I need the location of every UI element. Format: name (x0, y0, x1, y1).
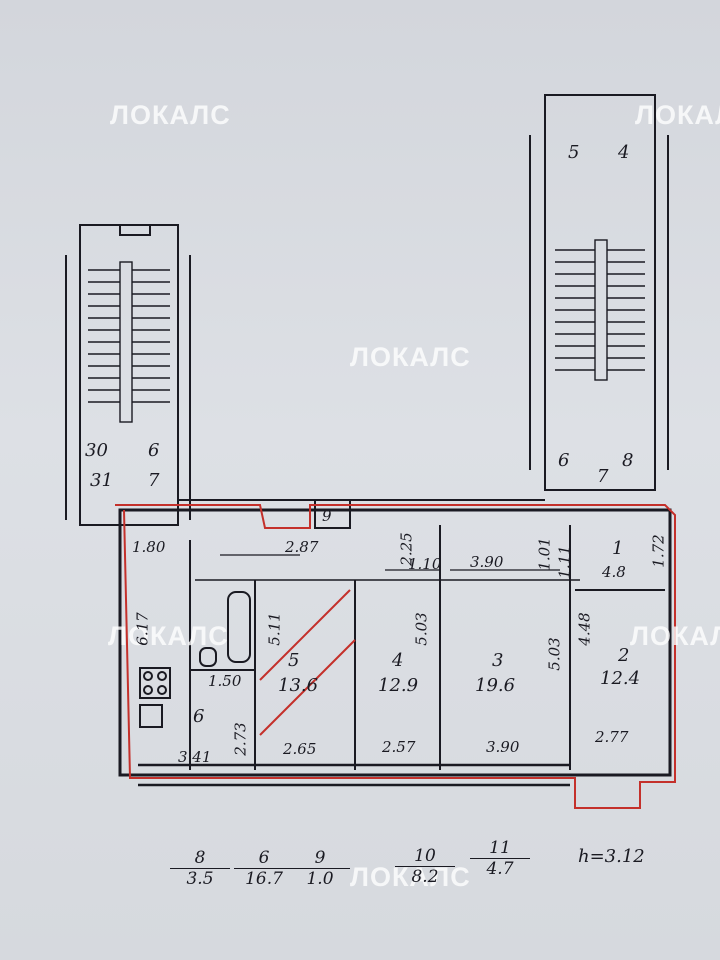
dimension-label: 1.72 (649, 534, 668, 568)
sink (139, 704, 163, 728)
apartment-boundary-red (115, 504, 676, 809)
room-3-number: 3 (492, 650, 504, 671)
stair-right-label: 8 (622, 450, 634, 471)
dimension-label: 1.01 (535, 537, 554, 571)
room-9-label: 9 (322, 507, 332, 525)
toilet (199, 647, 217, 667)
room-4-number: 4 (392, 650, 404, 671)
dimension-label: 5.03 (545, 637, 564, 671)
dimension-label: 4.48 (575, 612, 594, 646)
room-2-area: 12.4 (600, 668, 641, 689)
dimension-label: 2.57 (382, 738, 416, 756)
stair-right-label: 5 (568, 142, 580, 163)
stove (139, 667, 171, 699)
dimension-label: 2.65 (283, 740, 317, 758)
stair-left-label: 30 (85, 440, 108, 461)
stair-right-label: 4 (618, 142, 630, 163)
right-stair-steps (555, 239, 645, 381)
room-6-number: 6 (193, 706, 205, 727)
watermark: ЛОКАЛС (110, 100, 231, 130)
stair-left-label: 7 (148, 470, 160, 491)
watermark: ЛОКАЛС (350, 862, 471, 892)
dimension-label: 2.77 (595, 728, 629, 746)
watermark: ЛОКАЛС (350, 342, 471, 372)
room-5-area: 13.6 (278, 675, 319, 696)
apartment-outer-wall (118, 508, 672, 777)
ceiling-height-label: h=3.12 (578, 846, 645, 867)
room-5-number: 5 (288, 650, 300, 671)
dimension-label: 5.03 (412, 612, 431, 646)
dimension-label: 1.80 (132, 538, 166, 556)
dimension-label: 2.73 (231, 722, 250, 756)
right-stairwell-wall (544, 94, 656, 491)
dimension-label: 1.10 (408, 555, 442, 573)
watermark: ЛОКАЛС (635, 100, 720, 130)
dimension-label: 3.41 (178, 748, 212, 766)
bathtub (227, 591, 251, 663)
room-1-number: 1 (612, 538, 624, 559)
window-wall (138, 763, 655, 787)
watermark: ЛОКАЛС (630, 621, 720, 651)
dimension-label: 5.11 (265, 612, 284, 646)
stair-left-label: 6 (148, 440, 160, 461)
room-2-number: 2 (618, 645, 630, 666)
left-stair-steps (88, 261, 170, 423)
room-4-area: 12.9 (378, 675, 419, 696)
stair-right-label: 7 (597, 466, 609, 487)
stair-right-label: 6 (558, 450, 570, 471)
watermark: ЛОКАЛС (108, 621, 229, 651)
dimension-label: 3.90 (470, 553, 504, 571)
dimension-label: 3.90 (486, 738, 520, 756)
stair-left-label: 31 (90, 470, 113, 491)
room-3-area: 19.6 (475, 675, 516, 696)
dimension-label: 1.11 (555, 545, 574, 579)
dimension-label: 6.17 (133, 612, 152, 646)
room-9-box (314, 499, 351, 529)
dimension-label: 2.87 (285, 538, 319, 556)
room-1-area: 4.8 (602, 563, 626, 581)
dimension-label: 1.50 (208, 672, 242, 690)
